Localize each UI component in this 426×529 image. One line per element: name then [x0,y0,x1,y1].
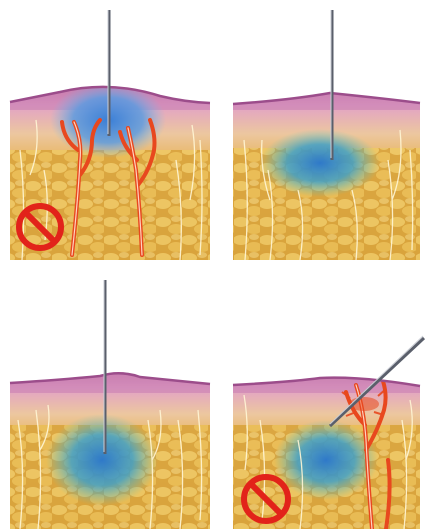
panel-bottom-right [233,336,424,529]
injection-cloud [46,414,158,506]
panel-bottom-left [10,280,210,529]
panel-top-left [10,10,210,260]
injection-cloud [260,129,380,197]
injection-cloud [274,420,378,500]
panel-top-right [233,10,420,260]
